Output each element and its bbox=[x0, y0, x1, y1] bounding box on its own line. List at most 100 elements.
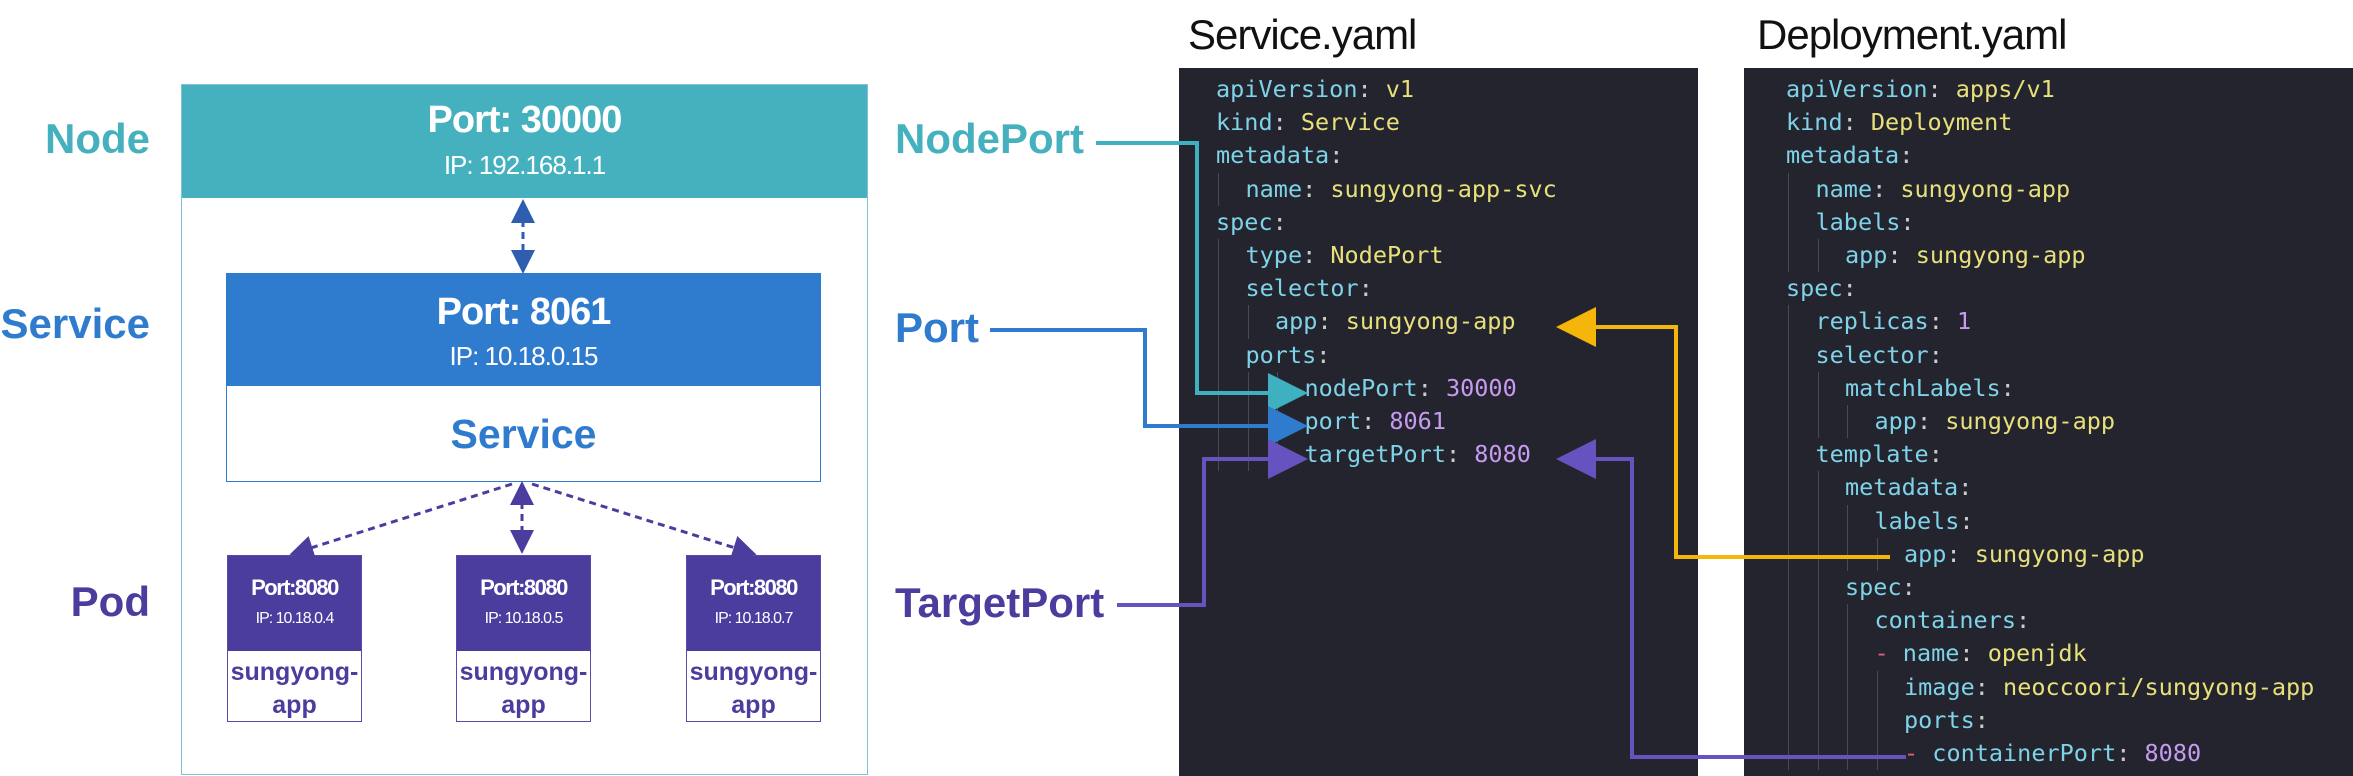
deployment-yaml-line: - name: openjdk bbox=[1875, 637, 2087, 670]
pod-1-name: sungyong-app bbox=[228, 656, 361, 722]
deployment-yaml-line: - containerPort: 8080 bbox=[1904, 737, 2201, 770]
yaml-key: app bbox=[1874, 407, 1917, 435]
indent-guide bbox=[1847, 405, 1848, 439]
service-pod3-arrow bbox=[531, 482, 757, 559]
yaml-key: spec bbox=[1216, 207, 1273, 236]
nodeport-connector bbox=[1096, 141, 1308, 413]
yaml-colon: : bbox=[1445, 440, 1475, 469]
selector-label-connector bbox=[1556, 307, 1890, 559]
service-header: Port: 8061 IP: 10.18.0.15 bbox=[227, 274, 820, 386]
deployment-yaml-line: name: sungyong-app bbox=[1816, 173, 2071, 206]
deployment-yaml-line: labels: bbox=[1875, 505, 1988, 538]
yaml-dash: - bbox=[1904, 739, 1933, 767]
deployment-yaml-line: metadata: bbox=[1845, 471, 1986, 504]
nodeport-label: NodePort bbox=[895, 115, 1084, 162]
deployment-yaml-line: containers: bbox=[1875, 604, 2045, 637]
yaml-key: metadata bbox=[1216, 141, 1330, 170]
pod-3-port: Port:8080 bbox=[710, 575, 798, 600]
yaml-key: ports bbox=[1245, 340, 1317, 369]
deployment-yaml-line: template: bbox=[1816, 438, 1957, 471]
indent-guide bbox=[1876, 670, 1878, 771]
yaml-value: sungyong-app bbox=[1900, 174, 2071, 203]
yaml-value: apps/v1 bbox=[1955, 75, 2055, 103]
pod-1-ip: IP: 10.18.0.4 bbox=[255, 610, 335, 627]
service-yaml-line: apiVersion: v1 bbox=[1216, 73, 1414, 106]
yaml-key: spec bbox=[1845, 573, 1902, 601]
pod-2-port: Port:8080 bbox=[480, 575, 568, 600]
yaml-colon: : bbox=[1959, 639, 1988, 668]
port-connector bbox=[990, 328, 1308, 446]
yaml-colon: : bbox=[1302, 241, 1331, 269]
indent-guide bbox=[1876, 537, 1878, 571]
yaml-key: apiVersion bbox=[1216, 75, 1358, 103]
yaml-key: apiVersion bbox=[1786, 75, 1928, 103]
pod-3-name-line1: sungyong- bbox=[689, 658, 818, 686]
yaml-key: name bbox=[1245, 174, 1303, 203]
service-yaml-line: app: sungyong-app bbox=[1275, 305, 1516, 338]
service-label: Service bbox=[0, 300, 150, 347]
yaml-key: app bbox=[1904, 539, 1947, 568]
yaml-colon: : bbox=[1329, 141, 1358, 170]
yaml-key: selector bbox=[1815, 340, 1929, 369]
yaml-value: sungyong-app-svc bbox=[1330, 174, 1557, 203]
yaml-value: Service bbox=[1300, 108, 1400, 137]
service-yaml-line: ports: bbox=[1246, 339, 1345, 372]
yaml-colon: : bbox=[2116, 739, 2145, 767]
yaml-colon: : bbox=[1272, 108, 1301, 137]
pod-3-ip: IP: 10.18.0.7 bbox=[714, 610, 794, 627]
yaml-colon: : bbox=[1927, 75, 1956, 103]
yaml-value: 30000 bbox=[1445, 373, 1517, 402]
deployment-yaml-line: app: sungyong-app bbox=[1875, 405, 2116, 438]
yaml-key: ports bbox=[1904, 705, 1975, 734]
yaml-colon: : bbox=[1900, 207, 1929, 236]
yaml-key: name bbox=[1815, 174, 1873, 203]
yaml-colon: : bbox=[1317, 307, 1346, 336]
yaml-value: Deployment bbox=[1870, 108, 2013, 137]
node-ip: IP: 192.168.1.1 bbox=[443, 150, 606, 180]
yaml-colon: : bbox=[1887, 241, 1916, 269]
pod-3-header bbox=[687, 556, 820, 651]
yaml-key: labels bbox=[1815, 207, 1901, 236]
yaml-key: metadata bbox=[1845, 473, 1959, 502]
yaml-key: template bbox=[1815, 440, 1929, 469]
pod-1-header bbox=[228, 556, 361, 651]
indent-guide bbox=[1817, 239, 1819, 273]
yaml-colon: : bbox=[1842, 274, 1871, 303]
deployment-yaml-line: app: sungyong-app bbox=[1845, 239, 2086, 272]
service-port: Port: 8061 bbox=[436, 291, 612, 333]
targetport-connector bbox=[1117, 439, 1308, 607]
indent-guide bbox=[1218, 172, 1219, 206]
yaml-colon: : bbox=[1959, 506, 1988, 535]
indent-guide bbox=[1847, 504, 1848, 571]
yaml-colon: : bbox=[1872, 174, 1901, 203]
pod-3: Port:8080 IP: 10.18.0.7 sungyong-app bbox=[686, 555, 821, 722]
yaml-colon: : bbox=[1958, 473, 1987, 502]
yaml-colon: : bbox=[1946, 539, 1975, 568]
yaml-colon: : bbox=[1316, 340, 1345, 369]
yaml-value: sungyong-app bbox=[1915, 241, 2086, 269]
service-yaml-line: kind: Service bbox=[1216, 106, 1400, 139]
yaml-key: replicas bbox=[1815, 307, 1929, 336]
node-port: Port: 30000 bbox=[427, 99, 623, 141]
yaml-colon: : bbox=[2015, 606, 2045, 635]
yaml-colon: : bbox=[1899, 141, 1928, 170]
pod-2-header bbox=[457, 556, 590, 651]
indent-guide bbox=[1847, 604, 1848, 771]
indent-guide bbox=[1817, 371, 1819, 439]
service-yaml-line: targetPort: 8080 bbox=[1305, 438, 1531, 471]
yaml-key: matchLabels bbox=[1845, 373, 2001, 402]
service-yaml-line: port: 8061 bbox=[1305, 405, 1446, 438]
indent-guide bbox=[1218, 239, 1219, 472]
service-pod1-arrow bbox=[289, 482, 513, 559]
yaml-key: spec bbox=[1786, 274, 1843, 303]
yaml-dash: - bbox=[1874, 639, 1903, 668]
yaml-key: app bbox=[1845, 241, 1888, 269]
deployment-yaml-line: apiVersion: apps/v1 bbox=[1786, 73, 2055, 106]
yaml-colon: : bbox=[1928, 340, 1957, 369]
deployment-yaml-line: image: neoccoori/sungyong-app bbox=[1904, 671, 2314, 704]
yaml-colon: : bbox=[1361, 407, 1390, 435]
indent-guide bbox=[1788, 305, 1789, 771]
deployment-yaml-line: app: sungyong-app bbox=[1904, 538, 2145, 571]
